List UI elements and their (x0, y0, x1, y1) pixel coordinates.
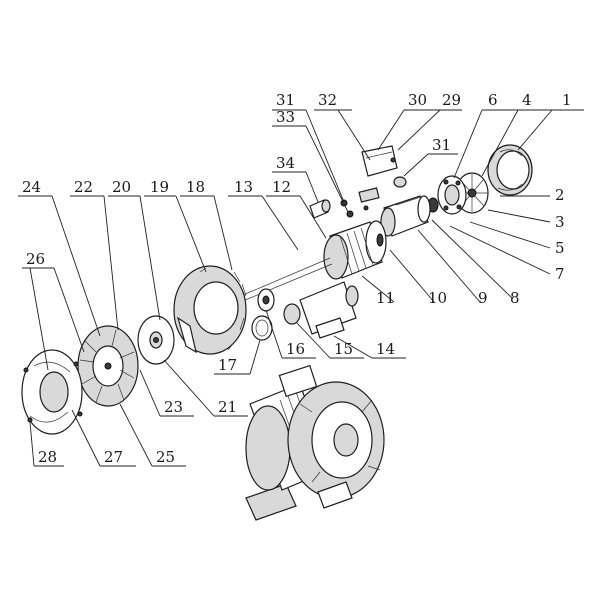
part-rear-bracket (437, 175, 467, 215)
part-impeller (77, 325, 139, 407)
callout-13: 13 (234, 178, 253, 196)
callout-25: 25 (156, 448, 175, 466)
callout-6: 6 (488, 91, 498, 109)
part-cable-gland (309, 199, 331, 219)
callout-32: 32 (318, 91, 337, 109)
part-front-bracket (257, 281, 359, 339)
part-terminal-box (340, 145, 407, 218)
callout-12: 12 (272, 178, 291, 196)
part-shaft (235, 257, 333, 304)
callout-10: 10 (428, 289, 447, 307)
callout-20: 20 (112, 178, 131, 196)
part-rotor (380, 195, 431, 237)
callout-15: 15 (334, 340, 353, 358)
callout-8: 8 (510, 289, 520, 307)
callout-24: 24 (22, 178, 41, 196)
part-end-cover (487, 144, 533, 196)
assembled-blower (245, 364, 385, 521)
callout-22: 22 (74, 178, 93, 196)
part-motor-housing (323, 220, 387, 280)
callout-23: 23 (164, 398, 183, 416)
callout-26: 26 (26, 250, 45, 268)
part-pump-housing (173, 265, 247, 355)
callout-28: 28 (38, 448, 57, 466)
callout-3: 3 (555, 213, 565, 231)
callout-labels: 1 2 3 4 5 6 7 8 9 10 11 12 13 14 15 16 1… (22, 91, 572, 466)
callout-11: 11 (376, 289, 395, 307)
callout-18: 18 (186, 178, 205, 196)
callout-2: 2 (555, 186, 565, 204)
callout-4: 4 (522, 91, 532, 109)
callout-29: 29 (442, 91, 461, 109)
callout-34: 34 (276, 154, 295, 172)
part-front-cover (21, 349, 83, 435)
part-impeller-plate (137, 315, 175, 365)
callout-1: 1 (562, 91, 572, 109)
callout-30: 30 (408, 91, 427, 109)
callout-21: 21 (218, 398, 237, 416)
callout-31-top: 31 (276, 91, 295, 109)
callout-17: 17 (218, 356, 237, 374)
callout-7: 7 (555, 265, 565, 283)
leader-lines (18, 109, 584, 467)
callout-31-right: 31 (432, 136, 451, 154)
callout-14: 14 (376, 340, 395, 358)
callout-27: 27 (104, 448, 123, 466)
callout-19: 19 (150, 178, 169, 196)
callout-16: 16 (286, 340, 305, 358)
callout-5: 5 (555, 239, 565, 257)
callout-33: 33 (276, 108, 295, 126)
callout-9: 9 (478, 289, 488, 307)
